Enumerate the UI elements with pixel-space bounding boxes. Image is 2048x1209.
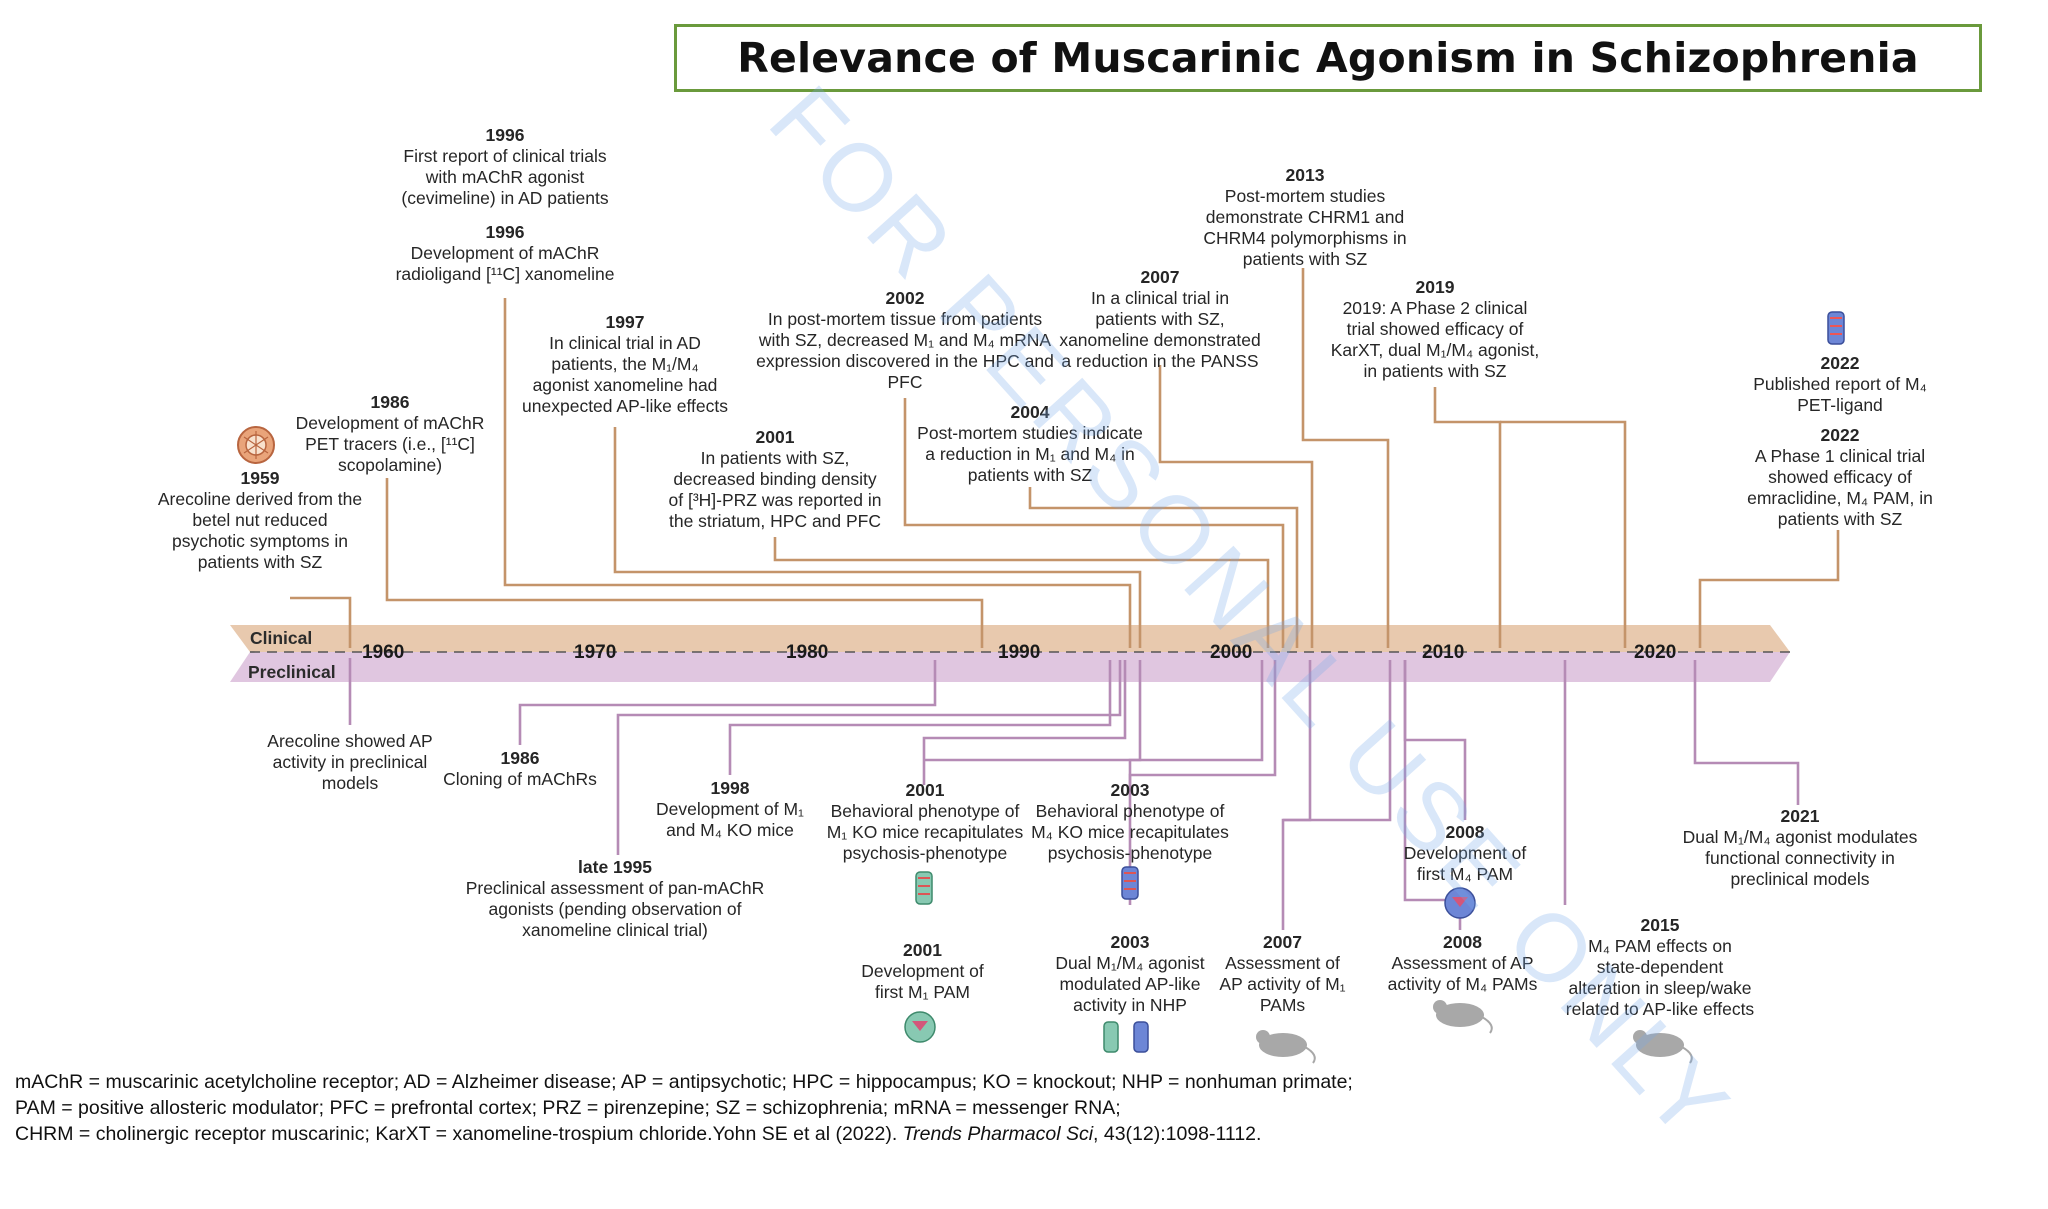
connector-1986-cloning bbox=[518, 660, 937, 745]
connector-1996a bbox=[503, 298, 1132, 648]
title-box: Relevance of Muscarinic Agonism in Schiz… bbox=[674, 24, 1982, 92]
year-2010: 2010 bbox=[1422, 642, 1465, 663]
connector-2013 bbox=[1301, 268, 1390, 648]
betel-nut-icon bbox=[237, 426, 275, 464]
mouse-icon-2008 bbox=[1433, 1000, 1493, 1034]
clinical-label: Clinical bbox=[250, 628, 313, 648]
mouse-icon-2007 bbox=[1256, 1030, 1316, 1064]
footer-line-2: PAM = positive allosteric modulator; PFC… bbox=[15, 1097, 1121, 1119]
connector-2008-ap bbox=[1403, 660, 1462, 930]
connector-1998 bbox=[728, 660, 1112, 775]
clinical-connectors bbox=[290, 268, 1840, 648]
m1-receptor-icon bbox=[915, 871, 933, 905]
preclinical-label: Preclinical bbox=[248, 662, 336, 682]
footer-citation-end: , 43(12):1098-1112. bbox=[1093, 1123, 1262, 1145]
m4-receptor-icon-2003 bbox=[1121, 866, 1139, 900]
footer-abbreviations: mAChR = muscarinic acetylcholine recepto… bbox=[15, 1069, 2035, 1147]
connector-2008-dev bbox=[1283, 660, 1392, 822]
connector-2021 bbox=[1693, 660, 1800, 805]
connector-2007 bbox=[1158, 365, 1314, 648]
connector-2001-phen bbox=[922, 660, 1127, 785]
timeline-diagram bbox=[230, 268, 1845, 1064]
year-1960: 1960 bbox=[362, 642, 405, 663]
footer-line-3: CHRM = cholinergic receptor muscarinic; … bbox=[15, 1121, 2035, 1147]
connector-1997 bbox=[613, 427, 1142, 648]
year-2020: 2020 bbox=[1634, 642, 1677, 663]
clinical-band bbox=[230, 625, 1790, 652]
year-2000: 2000 bbox=[1210, 642, 1253, 663]
monkey-receptor-icons bbox=[1103, 1021, 1149, 1053]
preclinical-event-arecoline: Arecoline showed AP activity in preclini… bbox=[267, 731, 433, 793]
connector-1995 bbox=[616, 660, 1122, 855]
year-1980: 1980 bbox=[786, 642, 829, 663]
preclinical-band bbox=[230, 652, 1790, 682]
m4-receptor-icon bbox=[1827, 311, 1845, 345]
m4-pam-icon bbox=[1444, 887, 1476, 919]
m1-pam-icon bbox=[904, 1011, 936, 1043]
page-title: Relevance of Muscarinic Agonism in Schiz… bbox=[737, 34, 1919, 82]
connector-2001 bbox=[773, 537, 1270, 648]
footer-citation-journal: Trends Pharmacol Sci bbox=[902, 1123, 1094, 1145]
connector-2004 bbox=[1028, 487, 1299, 648]
connector-2022 bbox=[1698, 530, 1840, 648]
year-1970: 1970 bbox=[574, 642, 617, 663]
connector-1959 bbox=[290, 596, 352, 648]
preclinical-connectors bbox=[348, 658, 1800, 930]
connector-2008-dev2 bbox=[1403, 660, 1467, 820]
year-1990: 1990 bbox=[998, 642, 1041, 663]
footer-line-1: mAChR = muscarinic acetylcholine recepto… bbox=[15, 1071, 1353, 1093]
connector-2003-nhp bbox=[1128, 660, 1277, 905]
connector-2019b bbox=[1500, 420, 1627, 648]
connector-1986 bbox=[385, 478, 984, 648]
mouse-icon-2015 bbox=[1633, 1030, 1693, 1064]
footer-citation-plain: CHRM = cholinergic receptor muscarinic; … bbox=[15, 1123, 903, 1145]
connector-2002 bbox=[903, 398, 1285, 648]
connector-2019 bbox=[1433, 387, 1502, 648]
connector-2007-pam bbox=[1281, 660, 1312, 930]
connector-2003-phen bbox=[1128, 660, 1264, 785]
